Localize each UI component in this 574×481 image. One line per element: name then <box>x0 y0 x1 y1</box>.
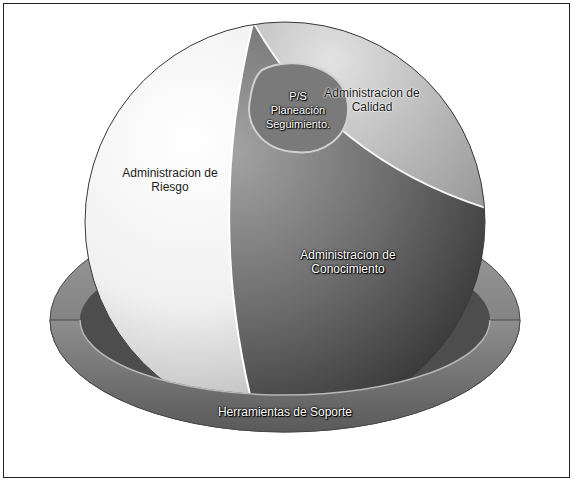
ring-highlight <box>80 320 490 395</box>
quality-region <box>252 0 574 210</box>
node-text: Administracion de Riesgo <box>114 166 226 194</box>
node-text: Administracion de Conocimiento <box>289 248 407 276</box>
planning-lens-label: P/SPlaneación Seguimiento. <box>258 89 338 131</box>
sphere-regions <box>0 0 574 440</box>
ring-front <box>50 320 520 432</box>
node-text: P/S <box>258 89 338 103</box>
planning-lens <box>249 63 348 152</box>
node-text: Administracion de Calidad <box>316 86 428 114</box>
region-boundary <box>252 20 492 210</box>
knowledge-region-label: Administracion de Conocimiento <box>289 248 407 276</box>
quality-region-label: Administracion de Calidad <box>316 86 428 114</box>
support-ring-label: Herramientas de Soporte <box>175 405 395 419</box>
node-text: Herramientas de Soporte <box>175 405 395 419</box>
risk-region-label: Administracion de Riesgo <box>114 166 226 194</box>
node-text: Planeación Seguimiento. <box>258 103 338 131</box>
sphere-outline <box>85 22 485 422</box>
